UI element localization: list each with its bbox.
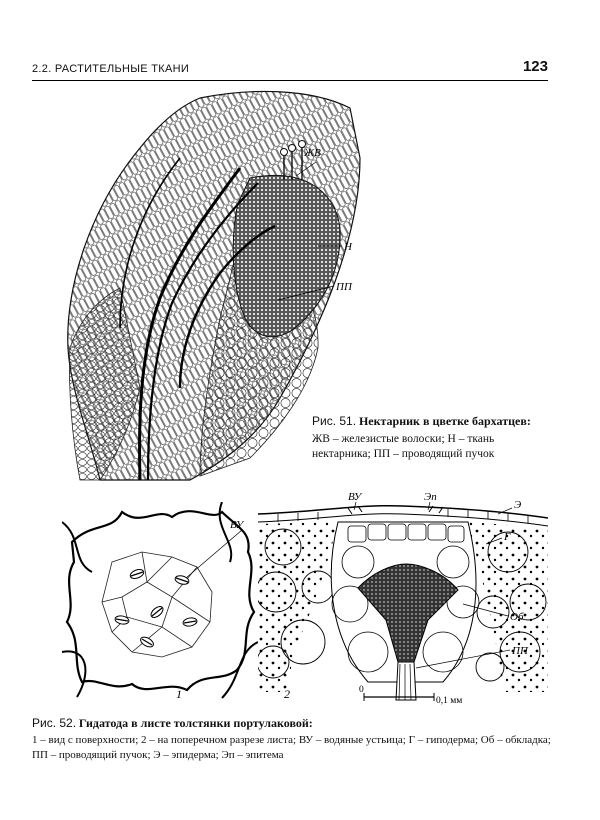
figure-52-panel-1-illustration: ВУ 1 bbox=[62, 502, 258, 701]
section-title: 2.2. РАСТИТЕЛЬНЫЕ ТКАНИ bbox=[32, 63, 190, 75]
panel2-label-ob: Об bbox=[510, 611, 524, 623]
panel2-number: 2 bbox=[284, 687, 290, 701]
figure-51-illustration: ЖВ Н ПП bbox=[67, 90, 361, 481]
running-header: 2.2. РАСТИТЕЛЬНЫЕ ТКАНИ 123 bbox=[32, 58, 548, 81]
figure-51-title: Нектарник в цветке бархатцев: bbox=[358, 414, 531, 428]
scale-end: 0,1 мм bbox=[436, 696, 462, 706]
figure-52-panel-2-illustration: ВУ Эп Э Г Об ПП 2 0 0,1 мм bbox=[258, 492, 548, 706]
figure-51-label: Рис. 51. bbox=[312, 414, 357, 428]
figure-51-description: ЖВ – железистые волоски; Н – ткань некта… bbox=[312, 433, 495, 460]
figure-52-caption: Рис. 52. Гидатода в листе толстянки порт… bbox=[32, 716, 552, 763]
panel2-label-g: Г bbox=[503, 531, 511, 543]
figure-52-title: Гидатода в листе толстянки портулаковой: bbox=[78, 716, 313, 730]
label-n: Н bbox=[343, 241, 353, 253]
figure-52-description: 1 – вид с поверхности; 2 – на поперечном… bbox=[32, 734, 551, 761]
panel1-label-vu: ВУ bbox=[230, 519, 245, 531]
figure-52-label: Рис. 52. bbox=[32, 716, 77, 730]
panel1-number: 1 bbox=[176, 687, 182, 701]
page-number: 123 bbox=[522, 58, 548, 75]
label-pp: ПП bbox=[335, 281, 353, 293]
label-zhv: ЖВ bbox=[303, 147, 321, 159]
scale-start: 0 bbox=[359, 685, 364, 695]
panel2-label-e: Э bbox=[514, 499, 521, 511]
panel2-label-pp: ПП bbox=[511, 645, 529, 657]
figure-51-caption: Рис. 51. Нектарник в цветке бархатцев: Ж… bbox=[312, 414, 552, 462]
panel2-label-vu: ВУ bbox=[348, 492, 363, 503]
panel2-label-ep: Эп bbox=[424, 492, 437, 503]
